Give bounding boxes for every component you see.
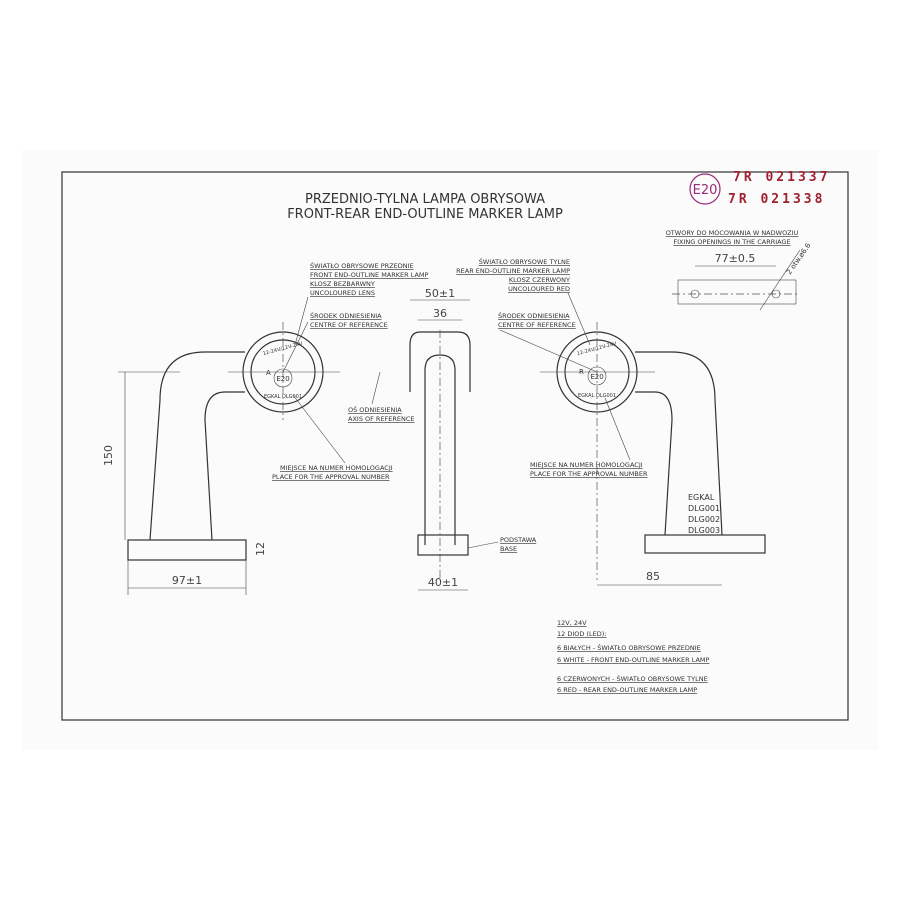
approval-place-label: MIEJSCE NA NUMER HOMOLOGACJI: [280, 464, 393, 472]
dim-width-top: 50±1: [425, 287, 455, 300]
model-label: DLG001: [688, 504, 720, 513]
lens-letter: A: [266, 369, 271, 377]
centre-ref-label: ŚRODEK ODNIESIENIA: [310, 311, 382, 320]
note-line: 6 BIAŁYCH - ŚWIATŁO OBRYSOWE PRZEDNIE: [557, 643, 701, 652]
dim-height: 150: [102, 445, 115, 466]
centre-ref-label: ŚRODEK ODNIESIENIA: [498, 311, 570, 320]
model-label: EGKAL: [688, 493, 715, 502]
rear-lamp-label: UNCOLOURED RED: [508, 285, 570, 293]
centre-ref-label: CENTRE OF REFERENCE: [498, 321, 576, 329]
axis-ref-label: OŚ ODNIESIENIA: [348, 405, 402, 414]
lens-brand: EGKAL DLG001: [578, 393, 616, 399]
rear-lamp-label: REAR END-OUTLINE MARKER LAMP: [456, 267, 570, 275]
fixing-label-en: FIXING OPENINGS IN THE CARRIAGE: [673, 238, 790, 246]
title-pl: PRZEDNIO-TYLNA LAMPA OBRYSOWA: [305, 192, 545, 207]
front-lamp-labels: ŚWIATŁO OBRYSOWE PRZEDNIE FRONT END-OUTL…: [272, 261, 429, 481]
axis-ref-label: AXIS OF REFERENCE: [348, 415, 415, 423]
centre-ref-label: CENTRE OF REFERENCE: [310, 321, 388, 329]
model-label: DLG003: [688, 526, 720, 535]
title-en: FRONT-REAR END-OUTLINE MARKER LAMP: [287, 207, 563, 222]
lamp-base: [644, 534, 766, 554]
note-line: 6 RED - REAR END-OUTLINE MARKER LAMP: [557, 686, 697, 694]
approval-place-label: MIEJSCE NA NUMER HOMOLOGACJI: [530, 461, 643, 469]
scanned-sheet: [22, 150, 878, 750]
note-line: 12V, 24V: [557, 619, 587, 627]
rear-lamp-label: ŚWIATŁO OBRYSOWE TYLNE: [479, 257, 570, 266]
dim-base-height: 12: [254, 542, 267, 556]
fixing-spacing: 77±0.5: [715, 252, 756, 265]
rear-lamp-labels: ŚWIATŁO OBRYSOWE TYLNE REAR END-OUTLINE …: [456, 257, 648, 478]
dim-base-width: 97±1: [172, 574, 202, 587]
note-line: 6 WHITE - FRONT END-OUTLINE MARKER LAMP: [557, 656, 710, 664]
front-lamp-label: FRONT END-OUTLINE MARKER LAMP: [310, 271, 429, 279]
fixing-hole: [771, 289, 781, 299]
e-mark: E20: [693, 183, 718, 198]
side-view: 50±1 36 40±1 PODSTAWA BASE: [409, 287, 537, 591]
rear-lamp-label: KLOSZ CZERWONY: [509, 276, 570, 284]
approval-place-label: PLACE FOR THE APPROVAL NUMBER: [530, 470, 648, 478]
side-base: [417, 534, 469, 556]
drawing-frame: [61, 171, 849, 721]
base-label: PODSTAWA: [500, 536, 537, 544]
approval-place-label: PLACE FOR THE APPROVAL NUMBER: [272, 473, 390, 481]
front-lamp-label: ŚWIATŁO OBRYSOWE PRZEDNIE: [310, 261, 414, 270]
front-lamp-label: KLOSZ BEZBARWNY: [310, 280, 375, 288]
approval-number-2: 7R 021338: [728, 192, 825, 207]
dim-width-inner: 36: [433, 307, 447, 320]
approval-stamp: E20 7R 021337 7R 021338: [689, 170, 830, 207]
note-line: 12 DIOD (LED):: [557, 630, 606, 638]
lens-e-mark: E20: [276, 375, 289, 383]
model-label: DLG002: [688, 515, 720, 524]
e-mark-circle: [689, 173, 721, 205]
dim-post-width: 40±1: [428, 576, 458, 589]
base-label: BASE: [500, 545, 517, 553]
approval-number-1: 7R 021337: [733, 170, 830, 185]
fixing-label-pl: OTWORY DO MOCOWANIA W NADWOZIU: [666, 229, 799, 237]
notes: 12V, 24V 12 DIOD (LED): 6 BIAŁYCH - ŚWIA…: [557, 619, 710, 694]
fixing-hole: [690, 289, 700, 299]
note-line: 6 CZERWONYCH - ŚWIATŁO OBRYSOWE TYLNE: [557, 674, 708, 683]
rear-lamp-view: E20 R 12-24V/12V-24V EGKAL DLG001 85 EGK…: [540, 322, 766, 586]
dim-offset: 85: [646, 570, 660, 583]
lamp-base: [127, 539, 247, 561]
front-lamp-label: UNCOLOURED LENS: [310, 289, 375, 297]
